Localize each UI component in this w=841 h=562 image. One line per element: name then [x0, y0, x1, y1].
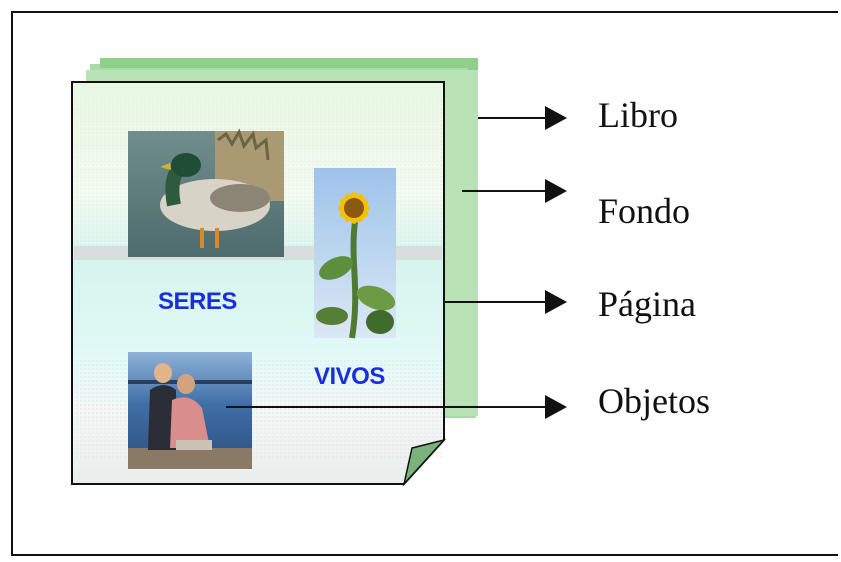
label-objetos: Objetos [598, 381, 710, 421]
page-word-vivos: VIVOS [314, 363, 385, 390]
arrow-pagina-head [545, 290, 567, 314]
arrow-objetos-head [545, 395, 567, 419]
duck-photo [128, 128, 284, 257]
label-fondo: Fondo [598, 191, 691, 231]
couple-photo [128, 352, 252, 469]
label-pagina: Página [598, 284, 696, 324]
page-curl [402, 438, 447, 487]
connector-arrows [226, 106, 567, 419]
label-libro: Libro [598, 95, 678, 135]
page-word-seres: SERES [158, 288, 237, 315]
arrow-fondo-head [545, 179, 567, 203]
arrow-libro-head [545, 106, 567, 130]
sunflower-photo [314, 168, 396, 339]
